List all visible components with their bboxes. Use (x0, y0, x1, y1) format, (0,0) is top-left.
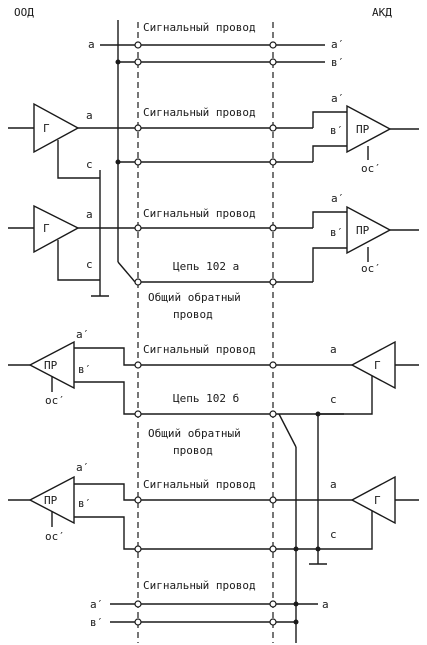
terminal-circle (269, 600, 277, 608)
terminal-circle (134, 158, 142, 166)
terminal-circle (269, 278, 277, 286)
terminal-circle (134, 545, 142, 553)
terminal-circle (269, 545, 277, 553)
signal-label-2: Сигнальный провод (143, 106, 256, 119)
circuit-102b-label: Цепь 102 б (173, 392, 239, 405)
receiver-label-4: ПР (44, 359, 58, 372)
terminal-circle (269, 361, 277, 369)
common-return-label-1a: Общий обратный (148, 291, 241, 304)
receiver-in-b-3 (312, 247, 347, 282)
terminal-b-prime-rx-3: в′ (330, 226, 343, 239)
receiver-in-a-4 (74, 347, 395, 366)
terminal-circle (134, 278, 142, 286)
terminal-a-right-6: а (322, 598, 329, 611)
terminal-a-prime-right-1: а′ (331, 38, 344, 51)
terminal-b-prime-rx-4: в′ (78, 363, 91, 376)
terminal-circle (269, 124, 277, 132)
receiver-in-a-2 (312, 111, 347, 128)
bus-node (115, 59, 121, 65)
terminal-a-left-1: а (88, 38, 95, 51)
receiver-in-a-5 (74, 483, 395, 501)
gen-c-wire-3 (57, 240, 100, 281)
bus-node (115, 159, 121, 165)
terminal-os-prime-rx-4: ос′ (45, 394, 65, 407)
common-return-label-2a: Общий обратный (148, 427, 241, 440)
circuit-102a-label: Цепь 102 а (173, 260, 239, 273)
common-return-label-2b: провод (173, 444, 213, 457)
receiver-amp-2 (346, 104, 392, 154)
terminal-circle (269, 58, 277, 66)
terminal-b-prime-left-6: в′ (90, 616, 103, 629)
terminal-a-prime-left-6: а′ (90, 598, 103, 611)
terminal-a-gen-5: а (330, 478, 337, 491)
terminal-circle (134, 618, 142, 626)
signal-label-6: Сигнальный провод (143, 579, 256, 592)
signal-label-5: Сигнальный провод (143, 478, 256, 491)
signal-label-4: Сигнальный провод (143, 343, 256, 356)
terminal-a-gen-2: а (86, 109, 93, 122)
receiver-in-b-2 (312, 145, 347, 162)
terminal-c-gen-3: с (86, 258, 93, 271)
terminal-b-prime-rx-5: в′ (78, 497, 91, 510)
terminal-b-prime-rx-2: в′ (330, 124, 343, 137)
generator-label-2: Г (43, 122, 50, 135)
terminal-circle (269, 41, 277, 49)
terminal-circle (134, 41, 142, 49)
terminal-a-gen-4: а (330, 343, 337, 356)
receiver-in-a-3 (312, 211, 347, 228)
bus-node (293, 546, 299, 552)
header-ood: ООД (14, 6, 34, 19)
terminal-circle (134, 124, 142, 132)
terminal-c-gen-4: с (330, 393, 337, 406)
terminal-circle (269, 410, 277, 418)
terminal-circle (134, 58, 142, 66)
akd-bus-diagonal (278, 413, 297, 448)
bus-node (293, 601, 299, 607)
generator-label-4: Г (374, 359, 381, 372)
terminal-os-prime-rx-2: ос′ (361, 162, 381, 175)
terminal-circle (269, 496, 277, 504)
terminal-os-prime-rx-5: ос′ (45, 530, 65, 543)
terminal-c-gen-2: с (86, 158, 93, 171)
receiver-amp-3 (346, 205, 392, 255)
terminal-a-prime-rx-4: а′ (76, 328, 89, 341)
terminal-os-prime-rx-3: ос′ (361, 262, 381, 275)
terminal-circle (134, 410, 142, 418)
receiver-label-2: ПР (356, 123, 370, 136)
gen-c-wire-2 (57, 140, 100, 179)
terminal-a-prime-rx-5: а′ (76, 461, 89, 474)
signal-label-1: Сигнальный провод (143, 21, 256, 34)
terminal-a-gen-3: а (86, 208, 93, 221)
common-return-label-1b: провод (173, 308, 213, 321)
receiver-in-b-5 (74, 516, 318, 550)
terminal-circle (134, 496, 142, 504)
terminal-circle (269, 158, 277, 166)
terminal-circle (134, 361, 142, 369)
bus-node (293, 619, 299, 625)
terminal-circles (134, 41, 277, 626)
ood-bus-diagonal (117, 261, 136, 283)
receiver-label-5: ПР (44, 494, 58, 507)
terminal-c-gen-5: с (330, 528, 337, 541)
terminal-circle (269, 618, 277, 626)
signal-label-3: Сигнальный провод (143, 207, 256, 220)
terminal-a-prime-rx-3: а′ (331, 192, 344, 205)
header-akd: АКД (372, 6, 392, 19)
generator-amp-2 (33, 102, 80, 154)
terminal-a-prime-rx-2: а′ (331, 92, 344, 105)
generator-amp-3 (33, 204, 80, 254)
gen-c-wire-4 (318, 376, 373, 415)
generator-label-3: Г (43, 222, 50, 235)
gen-c-wire-5 (318, 511, 373, 550)
receiver-label-3: ПР (356, 224, 370, 237)
terminal-circle (134, 600, 142, 608)
bus-node (315, 411, 321, 417)
generator-label-5: Г (374, 494, 381, 507)
receiver-in-b-4 (74, 381, 344, 415)
terminal-circle (269, 224, 277, 232)
terminal-b-prime-right-1: в′ (331, 56, 344, 69)
terminal-circle (134, 224, 142, 232)
